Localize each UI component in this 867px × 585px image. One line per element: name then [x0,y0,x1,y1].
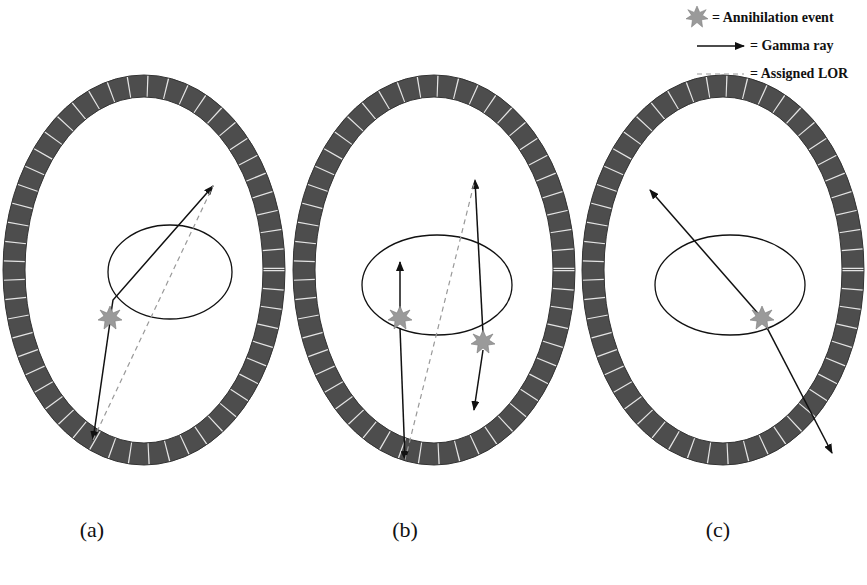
legend-dash-sample [697,73,744,74]
legend-text: = Assigned LOR [750,66,848,82]
panel-label: (c) [706,517,730,543]
annihilation-star [98,306,122,329]
annihilation-star [750,306,774,329]
gamma-rays [650,190,832,453]
legend-text: = Annihilation event [712,10,834,26]
patient-outline [108,225,232,319]
detector-ring [293,75,575,465]
detector-ring [582,75,864,465]
detector-ring [3,75,285,465]
panel-label: (b) [392,517,418,543]
legend-text: = Gamma ray [750,38,833,54]
annihilation-star [388,306,412,329]
annihilation-star [471,330,495,353]
legend-arrow-sample [697,45,744,47]
legend-star-sample [686,6,708,27]
patient-outline [362,235,512,335]
panel-label: (a) [80,517,104,543]
gamma-rays [93,186,213,440]
patient-outline [655,235,805,335]
